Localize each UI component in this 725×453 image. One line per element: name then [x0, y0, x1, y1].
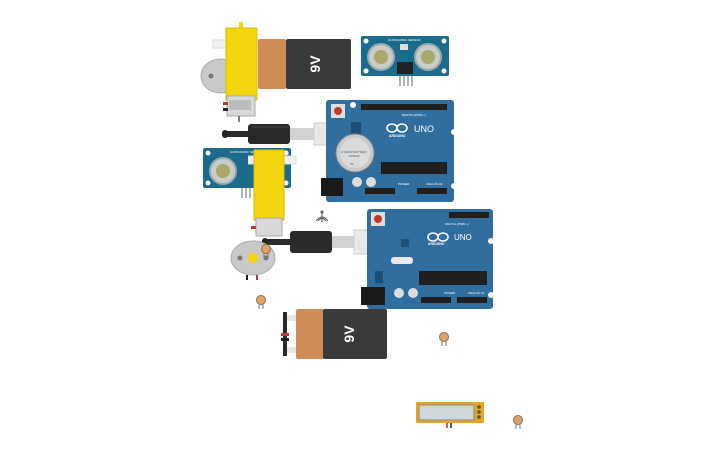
analog-label: ANALOG IN: [426, 182, 443, 186]
arduino-uno-bottom[interactable]: [361, 209, 495, 309]
infinity-logo: [386, 123, 408, 133]
battery-copper-cap: [258, 39, 286, 89]
battery-label: 9V: [341, 325, 357, 343]
geared-motor-mid[interactable]: [248, 146, 298, 238]
motor-gearbox: [225, 27, 258, 101]
arduino-brand: ARDUINO: [428, 242, 445, 246]
arduino-model: UNO: [454, 233, 472, 242]
battery-body: [286, 39, 351, 89]
power-label: POWER: [444, 291, 456, 295]
lcd-screen: [418, 404, 475, 421]
coin-cell-label: LITHIUM BATTERY CR2032: [340, 150, 368, 158]
antenna-icon[interactable]: [314, 209, 330, 223]
photoresistor-icon[interactable]: [438, 332, 450, 346]
power-label: POWER: [398, 182, 410, 186]
ultrasonic-title: ULTRASONIC SENSOR: [388, 38, 421, 42]
digital-header-label: DIGITAL (PWM ~): [402, 113, 427, 117]
coin-cell-voltage: 3V: [350, 162, 354, 166]
ultrasonic-title: ULTRASONIC SENSOR: [230, 150, 263, 154]
geared-motor-top[interactable]: [199, 22, 274, 122]
battery-label: 9V: [307, 55, 323, 73]
photoresistor-icon[interactable]: [255, 295, 267, 309]
photoresistor-icon[interactable]: [260, 244, 272, 258]
analog-label: ANALOG IN: [468, 291, 485, 295]
ultrasonic-sensor-top[interactable]: [361, 36, 449, 88]
lcd-display[interactable]: [416, 402, 484, 428]
arduino-brand: ARDUINO: [389, 134, 406, 138]
digital-header-label: DIGITAL (PWM ~): [445, 222, 470, 226]
arduino-uno-top[interactable]: [321, 100, 456, 202]
battery-9v-top[interactable]: [258, 39, 351, 89]
battery-9v-bottom[interactable]: [281, 309, 387, 359]
photoresistor-icon[interactable]: [512, 415, 524, 429]
arduino-model: UNO: [414, 124, 434, 134]
